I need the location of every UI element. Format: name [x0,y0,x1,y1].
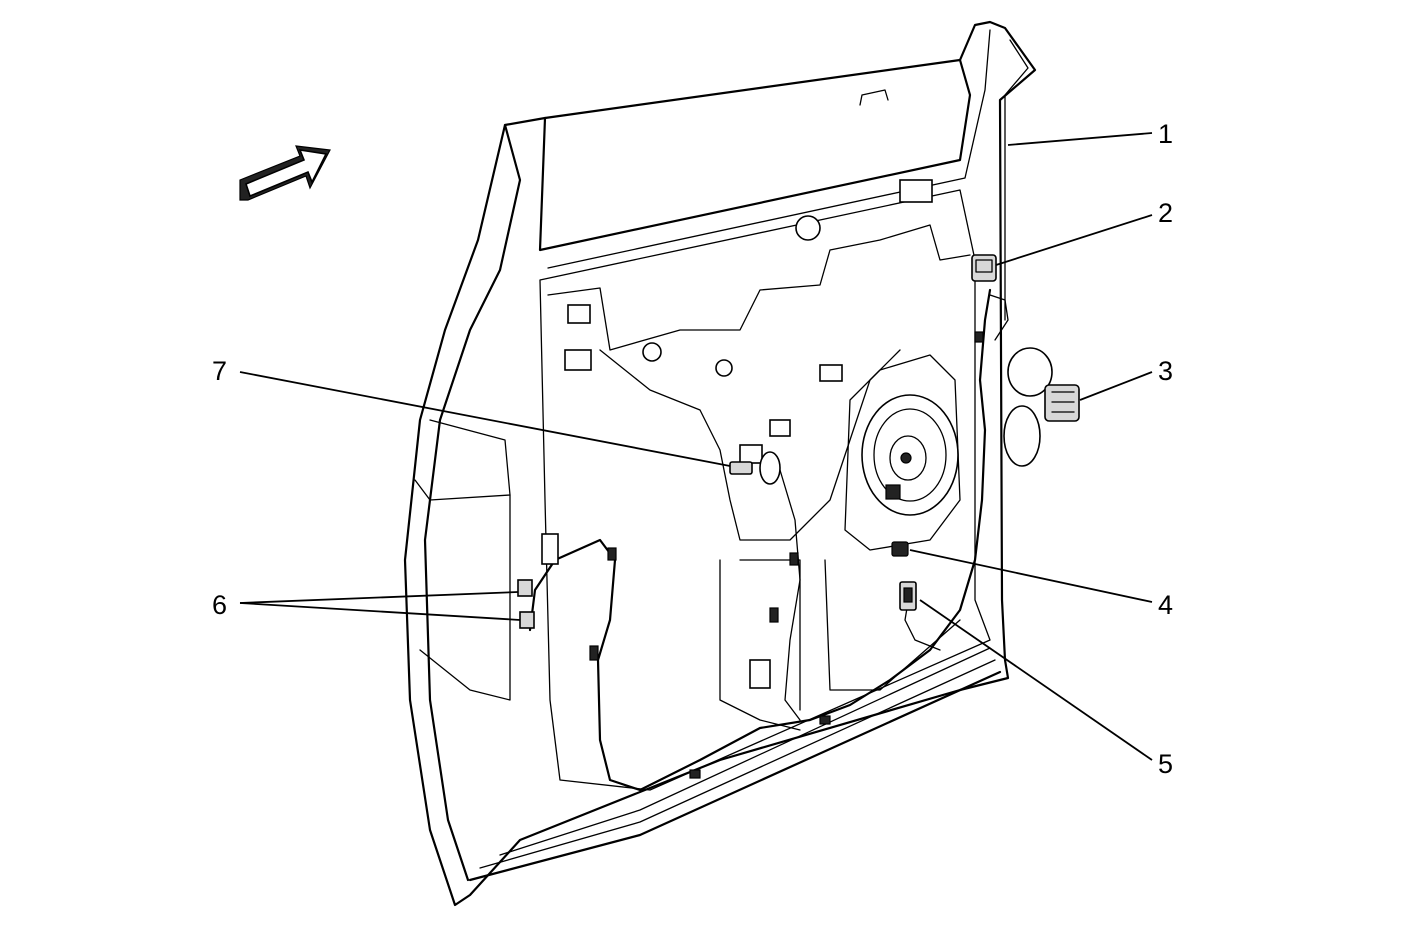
callout-7: 7 [212,356,227,386]
callout-6: 6 [212,590,227,620]
connector-7 [729,451,781,485]
connector-4 [891,541,909,557]
callout-5: 5 [1158,749,1173,779]
callout-3: 3 [1158,356,1173,386]
connectors-6 [517,533,559,629]
connector-5 [899,581,917,611]
callout-1: 1 [1158,119,1173,149]
connector-3 [1003,347,1080,467]
speaker [861,394,959,516]
callout-4: 4 [1158,590,1173,620]
connector-2 [971,254,997,282]
harness-clips [589,331,984,779]
callout-2: 2 [1158,198,1173,228]
door-shell [403,20,1037,907]
leader-lines [239,132,1153,761]
inner-panel [414,179,991,791]
direction-arrow-icon [239,145,331,201]
